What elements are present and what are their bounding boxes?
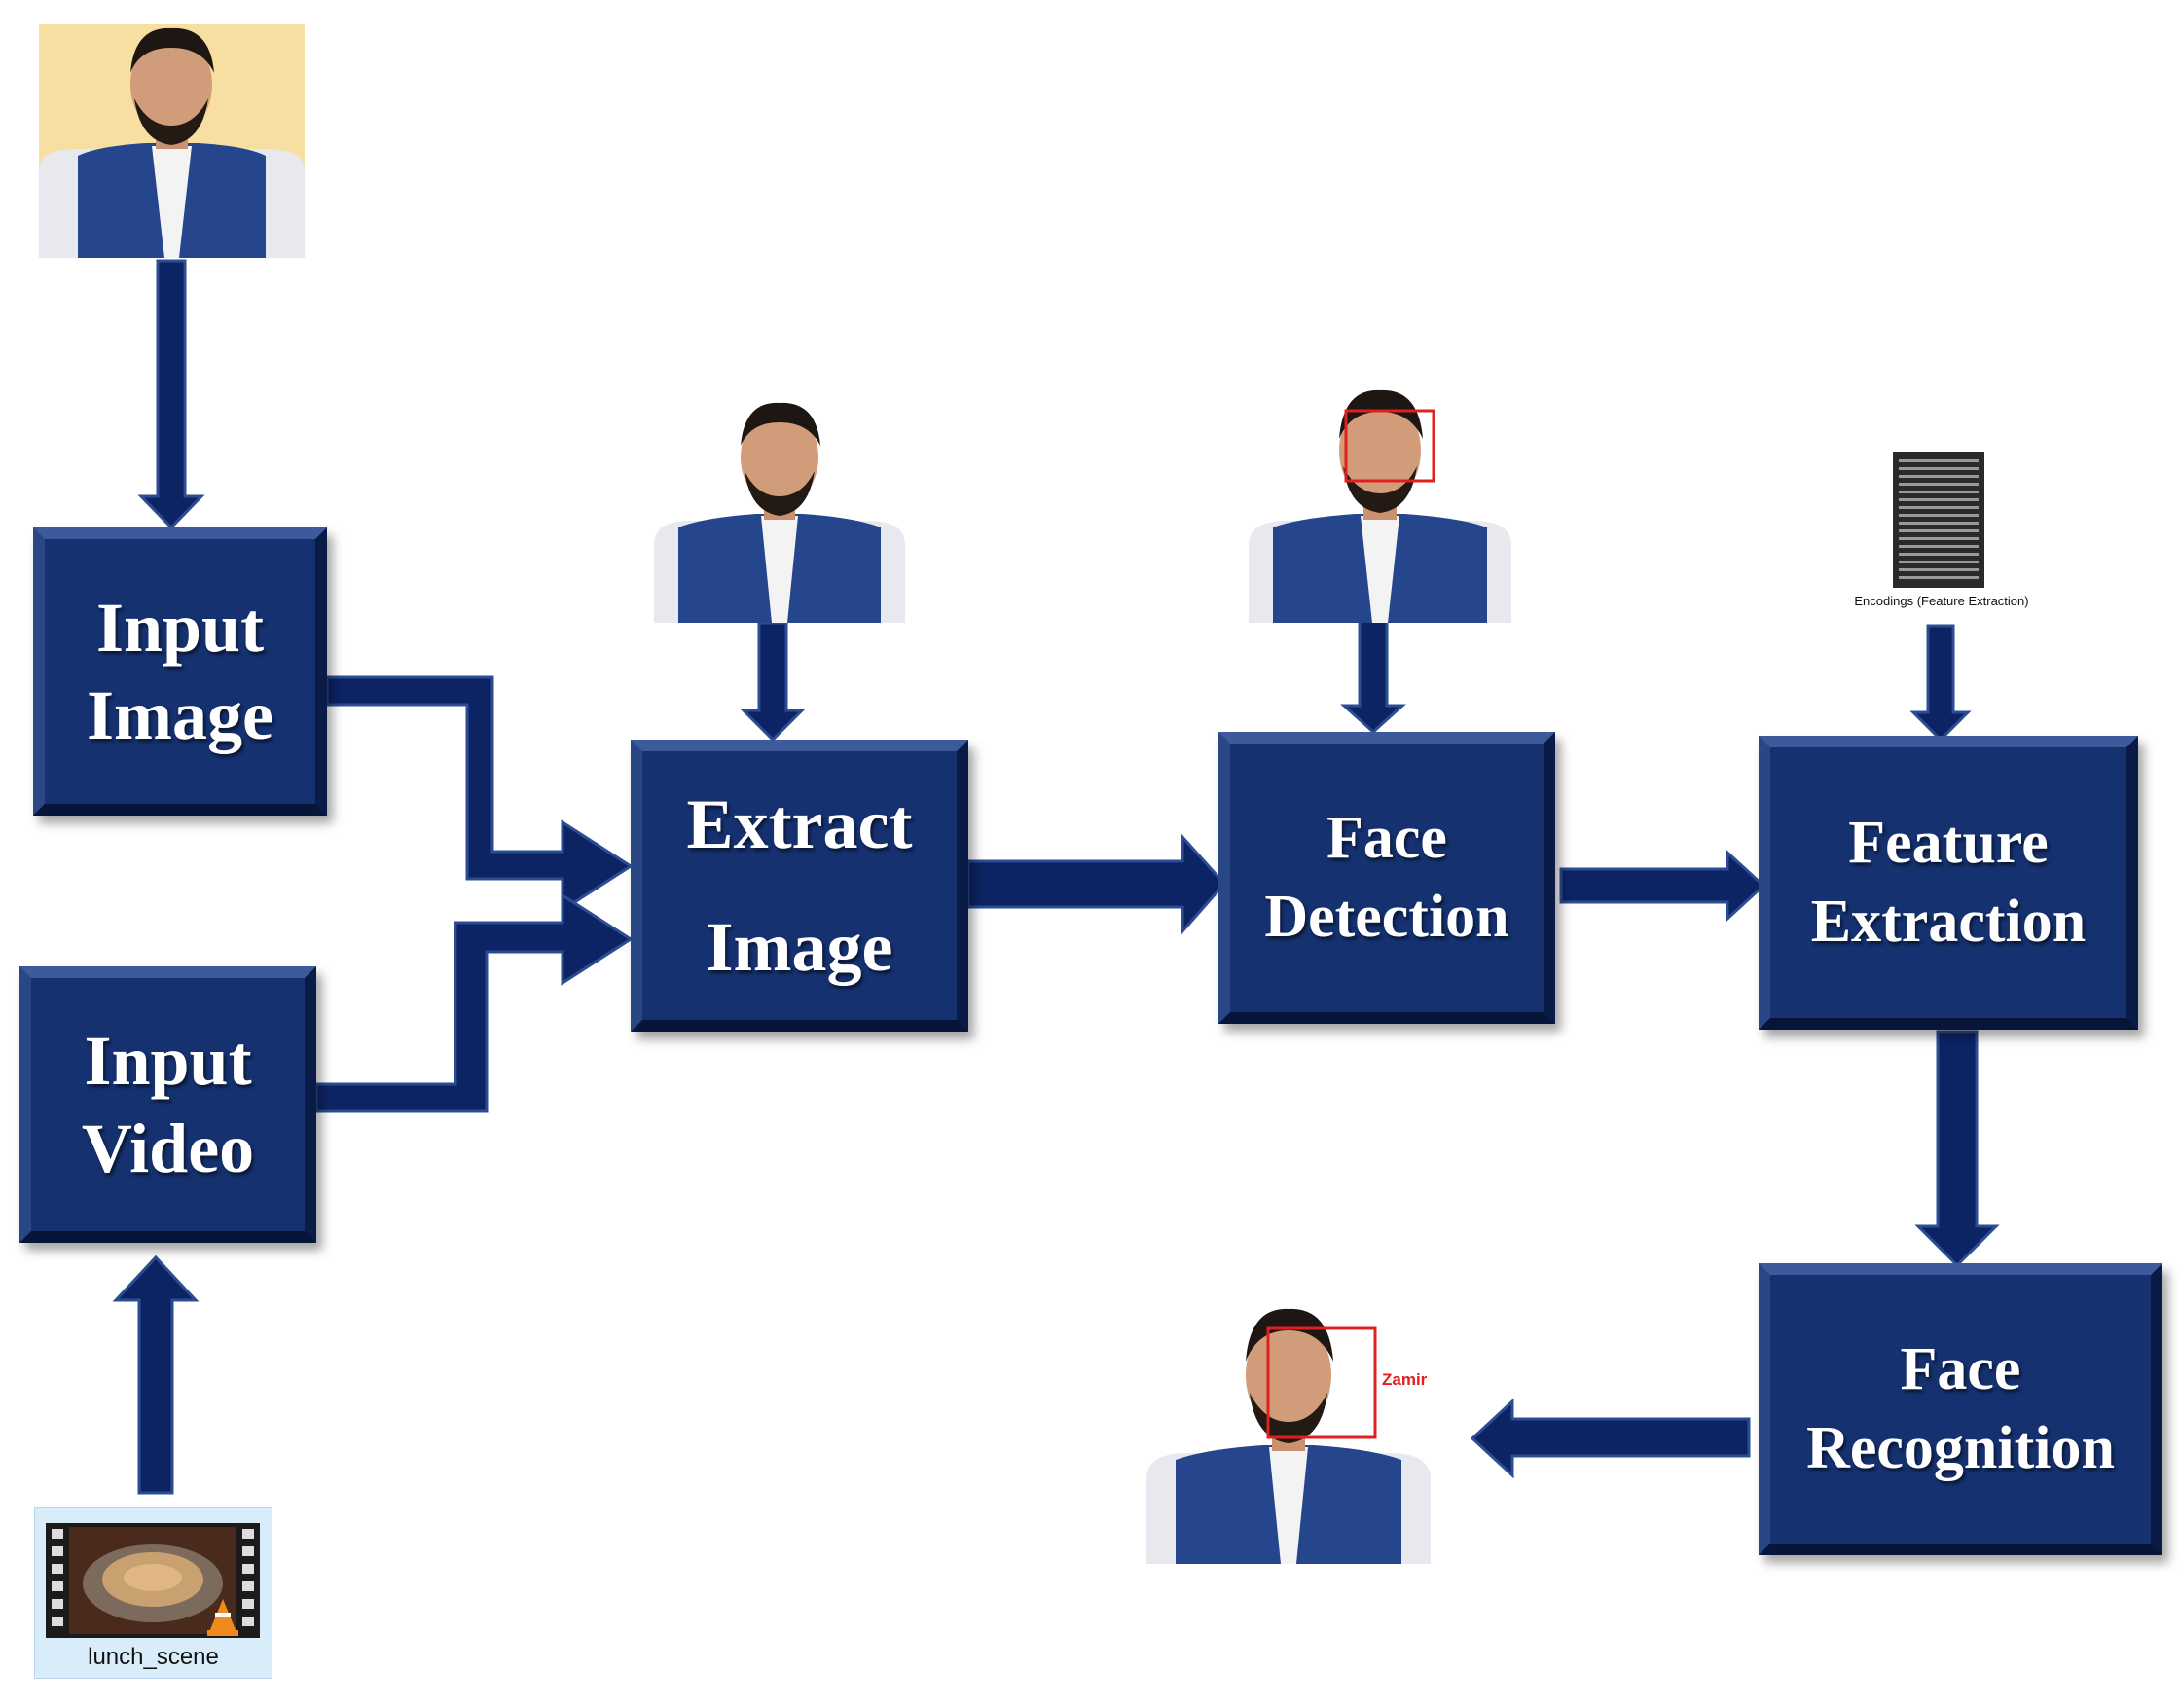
- node-input-image: Input Image: [33, 527, 327, 816]
- node-face-recognition: Face Recognition: [1759, 1263, 2162, 1555]
- arrow-input-image-to-extract: [325, 675, 634, 913]
- arrow-extract-to-detection: [966, 833, 1227, 935]
- video-file-caption: lunch_scene: [88, 1644, 219, 1670]
- node-face-detection-line2: Detection: [1264, 884, 1509, 950]
- recognized-name-label: Zamir: [1382, 1370, 1428, 1389]
- detection-photo: [1249, 384, 1511, 623]
- node-face-recognition-line2: Recognition: [1806, 1415, 2115, 1481]
- node-input-video: Input Video: [19, 966, 316, 1243]
- input-photo: [39, 24, 305, 258]
- extract-photo: [654, 399, 905, 623]
- recognized-face-box: [1266, 1326, 1377, 1439]
- encodings-caption: Encodings (Feature Extraction): [1854, 594, 2029, 608]
- arrow-detected-photo-to-detection: [1340, 618, 1406, 735]
- arrow-photo-to-input-image: [137, 259, 205, 530]
- node-input-video-line2: Video: [81, 1109, 255, 1187]
- node-feature-extraction-line2: Extraction: [1810, 889, 2087, 955]
- node-face-detection-line1: Face: [1326, 805, 1447, 872]
- arrow-input-video-to-extract: [314, 892, 634, 1113]
- arrow-encodings-to-feature: [1909, 624, 1972, 743]
- encodings-thumbnail: [1893, 452, 1984, 588]
- arrow-video-to-input-video: [112, 1254, 200, 1495]
- arrow-photo-to-extract: [740, 621, 806, 743]
- face-bounding-box: [1344, 409, 1435, 483]
- arrow-feature-to-recognition: [1914, 1030, 2000, 1268]
- node-extract-image-line1: Extract: [686, 785, 913, 863]
- video-file-icon[interactable]: lunch_scene: [34, 1507, 272, 1679]
- video-thumbnail: [46, 1523, 260, 1638]
- node-face-detection: Face Detection: [1218, 732, 1555, 1024]
- node-face-recognition-line1: Face: [1900, 1336, 2021, 1403]
- arrow-recognition-to-result: [1470, 1398, 1751, 1479]
- recognized-photo: [1146, 1299, 1468, 1564]
- node-input-image-line1: Input: [95, 589, 265, 667]
- node-input-video-line1: Input: [84, 1022, 252, 1100]
- node-extract-image-line2: Image: [706, 908, 893, 986]
- node-extract-image: Extract Image: [631, 740, 968, 1032]
- node-input-image-line2: Image: [87, 676, 273, 754]
- node-feature-extraction: Feature Extraction: [1759, 736, 2138, 1030]
- arrow-detection-to-feature: [1559, 849, 1766, 923]
- node-feature-extraction-line1: Feature: [1848, 810, 2049, 877]
